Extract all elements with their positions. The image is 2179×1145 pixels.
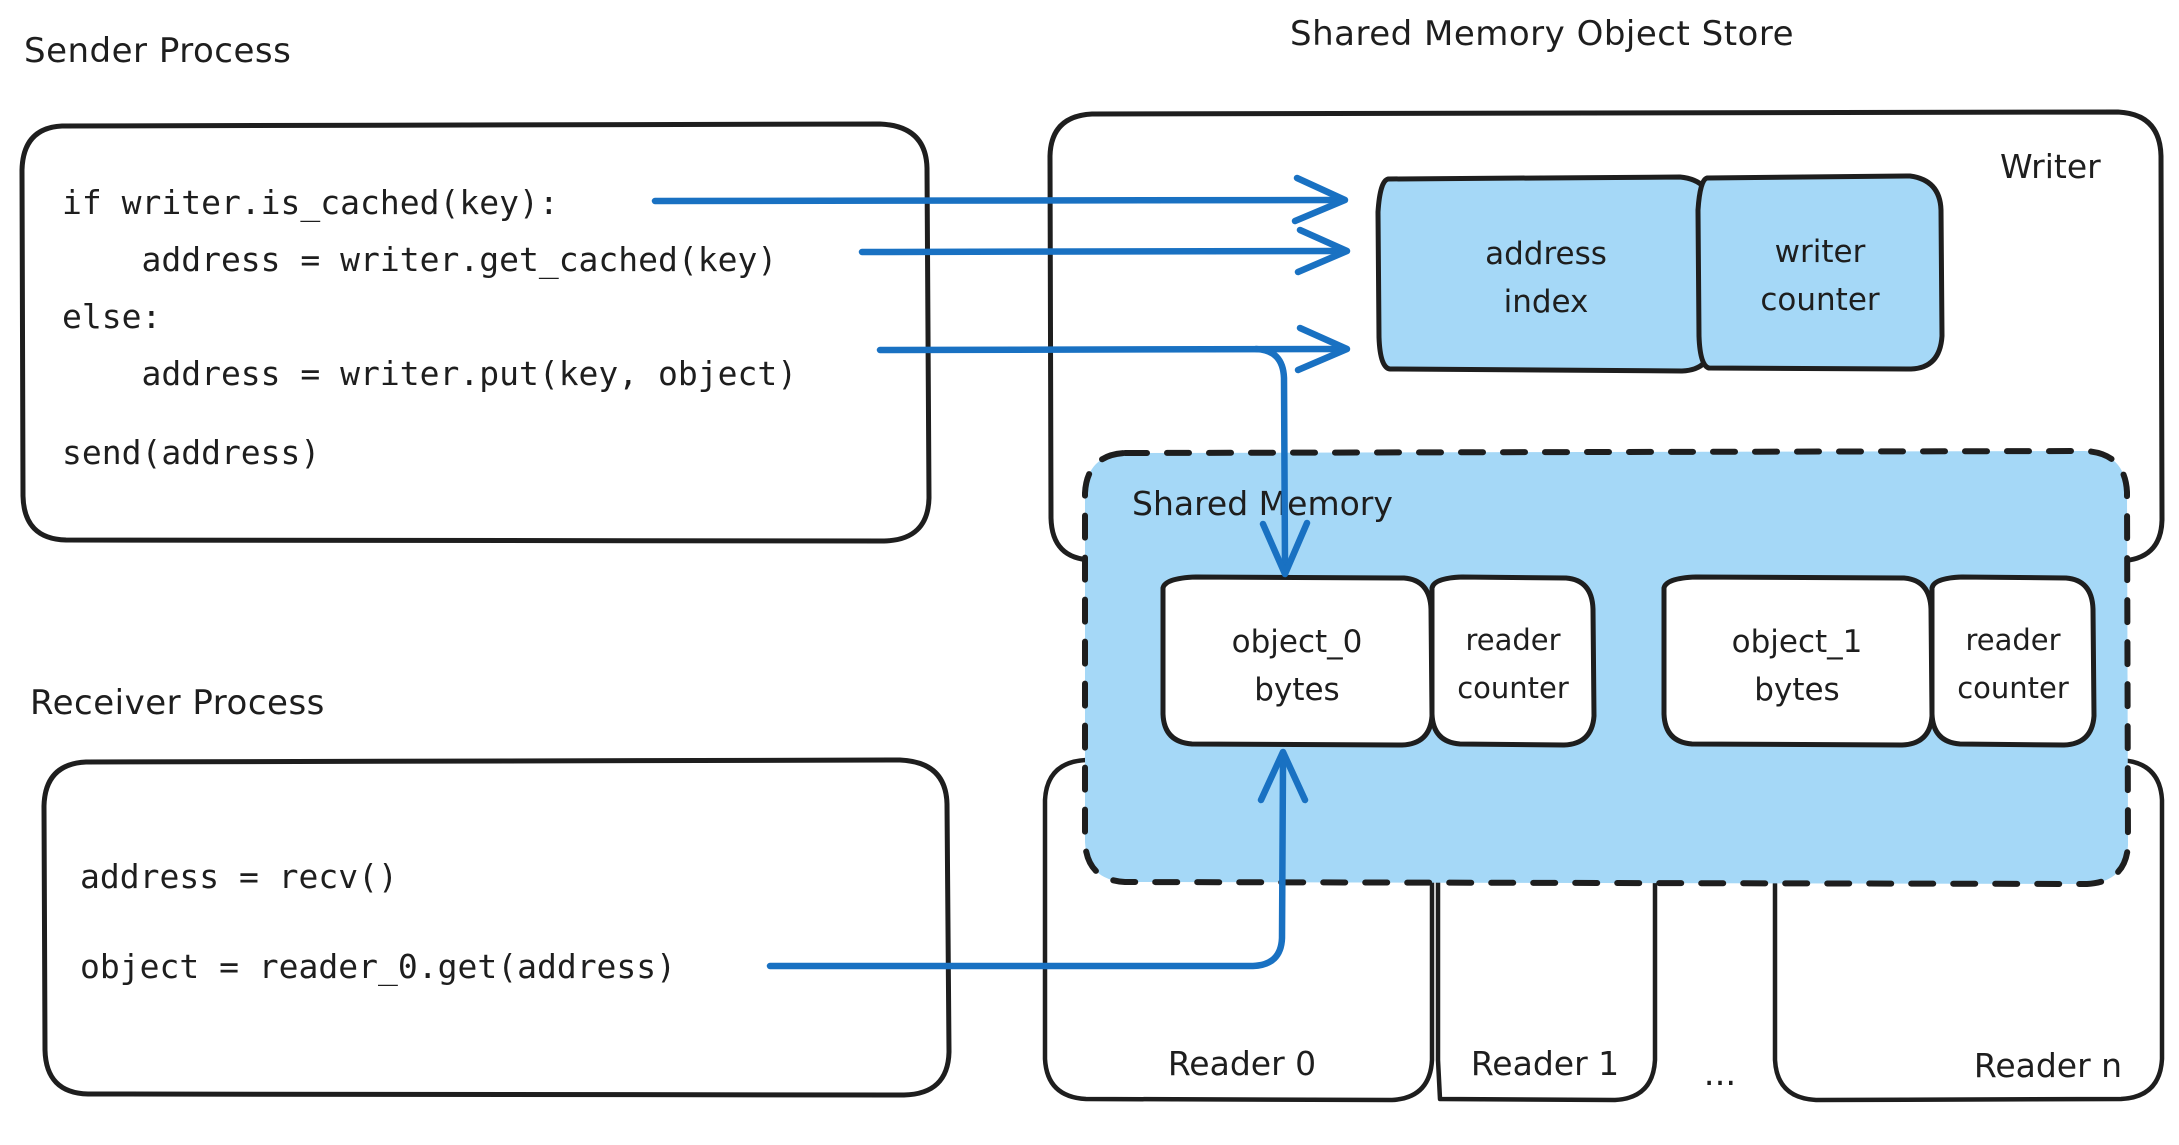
object-1-node-fill: [1664, 577, 1932, 745]
sender-code-line-5: send(address): [62, 433, 320, 472]
arrow-put-branch-head: [1259, 519, 1311, 578]
arrow-put-head: [1294, 324, 1351, 374]
arrow-get-cached-head: [1294, 226, 1351, 276]
sender-code-line-0: if writer.is_cached(key):: [62, 183, 559, 223]
reader-counter-1-node: [1929, 574, 2097, 748]
reader-0-label: Reader 0: [1168, 1044, 1316, 1083]
arrow-is-cached-head: [1291, 174, 1349, 225]
sender-process-box: [19, 121, 932, 544]
receiver-process-box: [41, 757, 952, 1098]
reader-counter-0-line2: counter: [1457, 671, 1569, 705]
reader-counter-0-line1: reader: [1465, 623, 1560, 657]
writer-label: Writer: [2000, 147, 2101, 186]
sender-process-title: Sender Process: [24, 31, 291, 71]
arrow-reader-get-head: [1257, 748, 1309, 804]
object-0-node-fill: [1163, 577, 1432, 745]
shared-memory-group: Shared Memory object_0 bytes reader coun…: [1082, 447, 2132, 888]
address-index-node-fill: [1378, 177, 1714, 371]
arrows-group: [651, 174, 1351, 970]
reader-1-label: Reader 1: [1471, 1044, 1619, 1083]
reader-counter-1-node-fill: [1932, 577, 2094, 745]
arrow-reader-get-line: [766, 758, 1287, 970]
reader-n-box: [1772, 757, 2165, 1103]
object-0-line2: bytes: [1254, 672, 1339, 708]
shared-memory-object-store-group: Shared Memory Object Store: [1290, 14, 1794, 54]
sender-code-line-1: address = writer.get_cached(key): [62, 240, 777, 280]
sender-process-group: Sender Process if writer.is_cached(key):…: [19, 31, 932, 544]
writer-counter-line1: writer: [1775, 234, 1866, 270]
writer-counter-node-fill: [1698, 176, 1942, 369]
reader-counter-0-node: [1429, 574, 1597, 748]
readers-group: Reader 0 Reader 1 ... Reader n: [1042, 757, 2165, 1103]
sender-code-line-3: address = writer.put(key, object): [62, 354, 797, 393]
address-index-line1: address: [1485, 236, 1607, 272]
writer-group: Writer address index writer counter: [1047, 109, 2165, 564]
reader-counter-0-node-fill: [1432, 577, 1594, 745]
reader-1-box: [1435, 758, 1658, 1103]
reader-counter-1-line1: reader: [1965, 623, 2060, 657]
writer-counter-node: [1695, 173, 1945, 372]
address-index-line2: index: [1504, 284, 1589, 320]
reader-n-label: Reader n: [1974, 1046, 2122, 1085]
receiver-code-line-1: object = reader_0.get(address): [80, 947, 676, 987]
receiver-process-group: Receiver Process address = recv() object…: [30, 683, 952, 1098]
reader-counter-1-line2: counter: [1957, 671, 2069, 705]
arrow-put-branch-line: [1252, 345, 1289, 570]
receiver-code-line-0: address = recv(): [80, 857, 398, 896]
sender-code-line-2: else:: [62, 297, 161, 336]
shared-memory-label: Shared Memory: [1132, 484, 1393, 523]
writer-counter-line2: counter: [1760, 282, 1880, 318]
arrow-get-cached-line: [858, 247, 1344, 256]
arrow-is-cached-line: [651, 196, 1342, 205]
reader-0-box: [1042, 757, 1435, 1103]
object-1-line2: bytes: [1754, 672, 1839, 708]
object-1-line1: object_1: [1732, 624, 1863, 660]
readers-ellipsis: ...: [1704, 1054, 1736, 1094]
object-0-line1: object_0: [1232, 624, 1363, 660]
shared-memory-object-store-title: Shared Memory Object Store: [1290, 14, 1794, 54]
receiver-process-title: Receiver Process: [30, 683, 325, 723]
shared-memory-region: [1082, 447, 2132, 888]
